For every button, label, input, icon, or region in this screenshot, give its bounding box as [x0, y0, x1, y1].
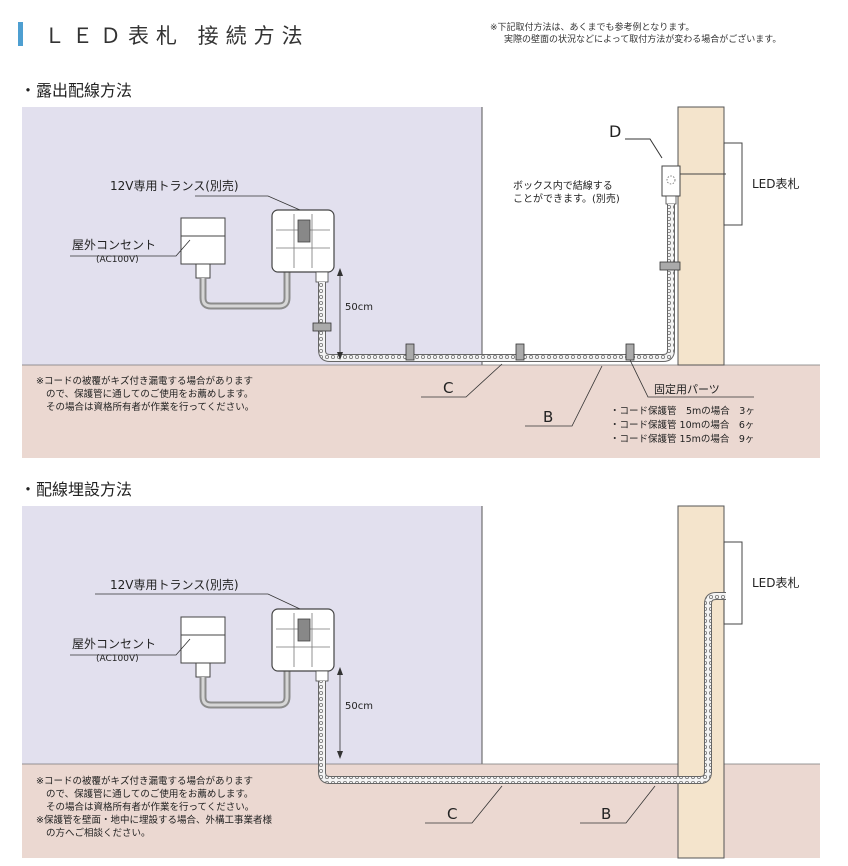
parts-line-1: ・コード保護管 5mの場合 3ヶ [610, 405, 755, 417]
warning-line-2: ので、保護管に通してのご使用をお薦めします。 [46, 788, 253, 800]
parts-line-2: ・コード保護管 10mの場合 6ヶ [610, 419, 754, 431]
label-d: D [609, 122, 621, 141]
header-note-line-1: ※下記取付方法は、あくまでも参考例となります。 [490, 23, 695, 33]
dimension-label: 50cm [345, 302, 373, 313]
warning-line-1: ※コードの被覆がキズ付き漏電する場合があります [36, 375, 253, 387]
section1-diagram: 12V専用トランス(別売) 屋外コンセント (AC100V) 50cm ボックス… [22, 106, 820, 458]
page-title: ＬＥＤ表札 接続方法 [44, 24, 310, 48]
ground-area [22, 365, 820, 458]
label-b: B [601, 805, 611, 823]
header-note-line-2: 実際の壁面の状況などによって取付方法が変わる場合がございます。 [504, 35, 782, 45]
warning-line-1: ※コードの被覆がキズ付き漏電する場合があります [36, 775, 253, 787]
section2-diagram: 12V専用トランス(別売) 屋外コンセント (AC100V) 50cm LED表… [22, 505, 820, 859]
transformer-label: 12V専用トランス(別売) [110, 577, 239, 592]
box-note-line-1: ボックス内で結線する [513, 179, 613, 192]
junction-box [661, 165, 681, 197]
section2-title: ・配線埋設方法 [20, 480, 133, 499]
warning-line-3: その場合は資格所有者が作業を行ってください。 [46, 401, 254, 413]
plate-label: LED表札 [752, 576, 800, 590]
outlet-label: 屋外コンセント [72, 238, 156, 252]
dimension-label: 50cm [345, 701, 373, 712]
pillar [677, 505, 725, 859]
transformer-label: 12V専用トランス(別売) [110, 178, 239, 193]
label-b: B [543, 408, 553, 426]
header-note: ※下記取付方法は、あくまでも参考例となります。 実際の壁面の状況などによって取付… [490, 22, 781, 46]
wall-area [22, 506, 482, 764]
fixing-clip [515, 343, 525, 361]
section1-title: ・露出配線方法 [20, 81, 133, 100]
plate-label: LED表札 [752, 177, 800, 191]
parts-line-3: ・コード保護管 15mの場合 9ヶ [610, 433, 754, 445]
warning-line-4: ※保護管を壁面・地中に埋設する場合、外構工事業者様 [36, 814, 272, 826]
warning-line-5: の方へご相談ください。 [46, 827, 151, 839]
led-plate [723, 142, 743, 226]
wall-area [22, 107, 482, 365]
fixing-clip [659, 261, 681, 271]
fixing-parts-label: 固定用パーツ [654, 382, 720, 396]
fixing-clip [405, 343, 415, 361]
outlet-label: 屋外コンセント [72, 637, 156, 651]
warning-line-3: その場合は資格所有者が作業を行ってください。 [46, 801, 254, 813]
led-plate [723, 541, 743, 625]
outlet-box [180, 217, 226, 265]
box-note-line-2: ことができます。(別売) [513, 192, 620, 205]
outlet-sub-label: (AC100V) [96, 654, 139, 664]
fixing-clip [625, 343, 635, 361]
label-c: C [447, 805, 457, 823]
pillar [677, 106, 725, 366]
outlet-box [180, 616, 226, 664]
warning-line-2: ので、保護管に通してのご使用をお薦めします。 [46, 388, 253, 400]
title-accent-bar [18, 22, 23, 46]
label-c: C [443, 379, 453, 397]
outlet-sub-label: (AC100V) [96, 255, 139, 265]
fixing-clip [312, 322, 332, 332]
